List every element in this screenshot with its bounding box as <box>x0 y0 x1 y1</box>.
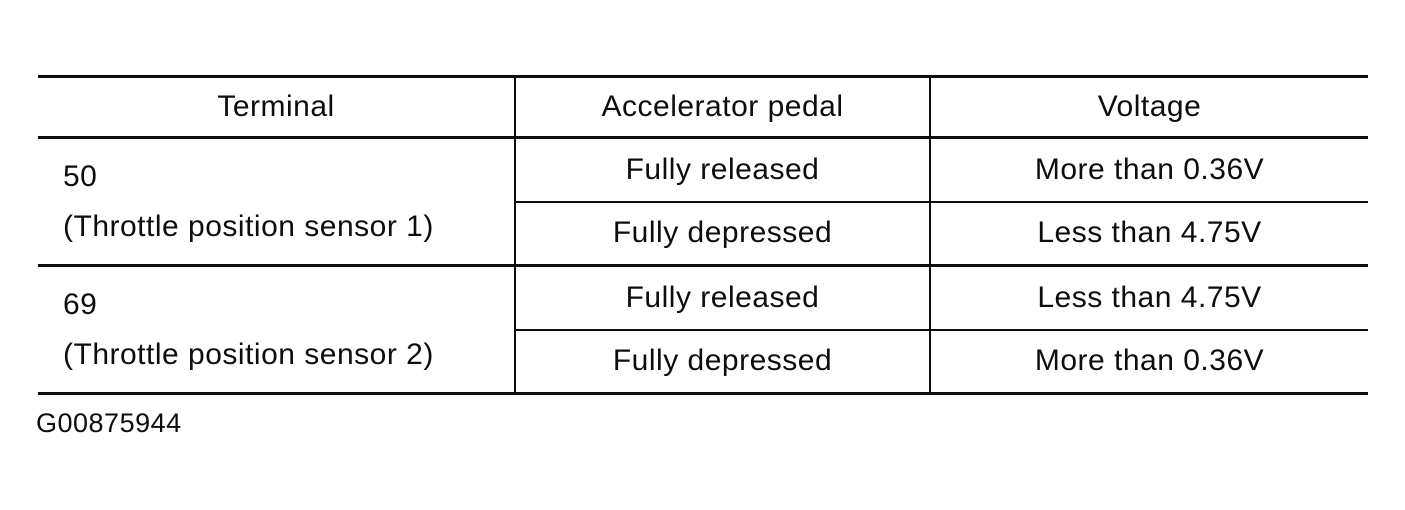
terminal-note: (Throttle position sensor 1) <box>63 209 434 243</box>
terminal-number: 69 <box>63 287 98 321</box>
voltage-cell: Less than 4.75V <box>929 265 1368 331</box>
terminal-cell-69: 69 (Throttle position sensor 2) <box>38 265 515 395</box>
terminal-number: 50 <box>63 159 98 193</box>
table-header-row: Terminal Accelerator pedal Voltage <box>38 76 1368 139</box>
header-terminal: Terminal <box>38 76 515 139</box>
header-voltage: Voltage <box>929 76 1368 139</box>
header-accelerator-pedal: Accelerator pedal <box>514 76 930 139</box>
table-row-sensor1-depressed: Fully depressed Less than 4.75V <box>38 201 1368 267</box>
table-row-sensor2-depressed: Fully depressed More than 0.36V <box>38 329 1368 395</box>
pedal-cell: Fully released <box>514 137 930 203</box>
throttle-sensor-voltage-table: Terminal Accelerator pedal Voltage 50 (T… <box>38 75 1368 395</box>
table-row-sensor2-released: 69 (Throttle position sensor 2) Fully re… <box>38 265 1368 395</box>
voltage-cell: More than 0.36V <box>929 329 1368 395</box>
pedal-cell: Fully depressed <box>514 329 930 395</box>
terminal-note: (Throttle position sensor 2) <box>63 337 434 371</box>
voltage-cell: More than 0.36V <box>929 137 1368 203</box>
voltage-cell: Less than 4.75V <box>929 201 1368 267</box>
terminal-cell-50: 50 (Throttle position sensor 1) <box>38 137 515 267</box>
figure-id-caption: G00875944 <box>36 408 182 438</box>
pedal-cell: Fully depressed <box>514 201 930 267</box>
table-row-sensor1-released: 50 (Throttle position sensor 1) Fully re… <box>38 137 1368 267</box>
pedal-cell: Fully released <box>514 265 930 331</box>
